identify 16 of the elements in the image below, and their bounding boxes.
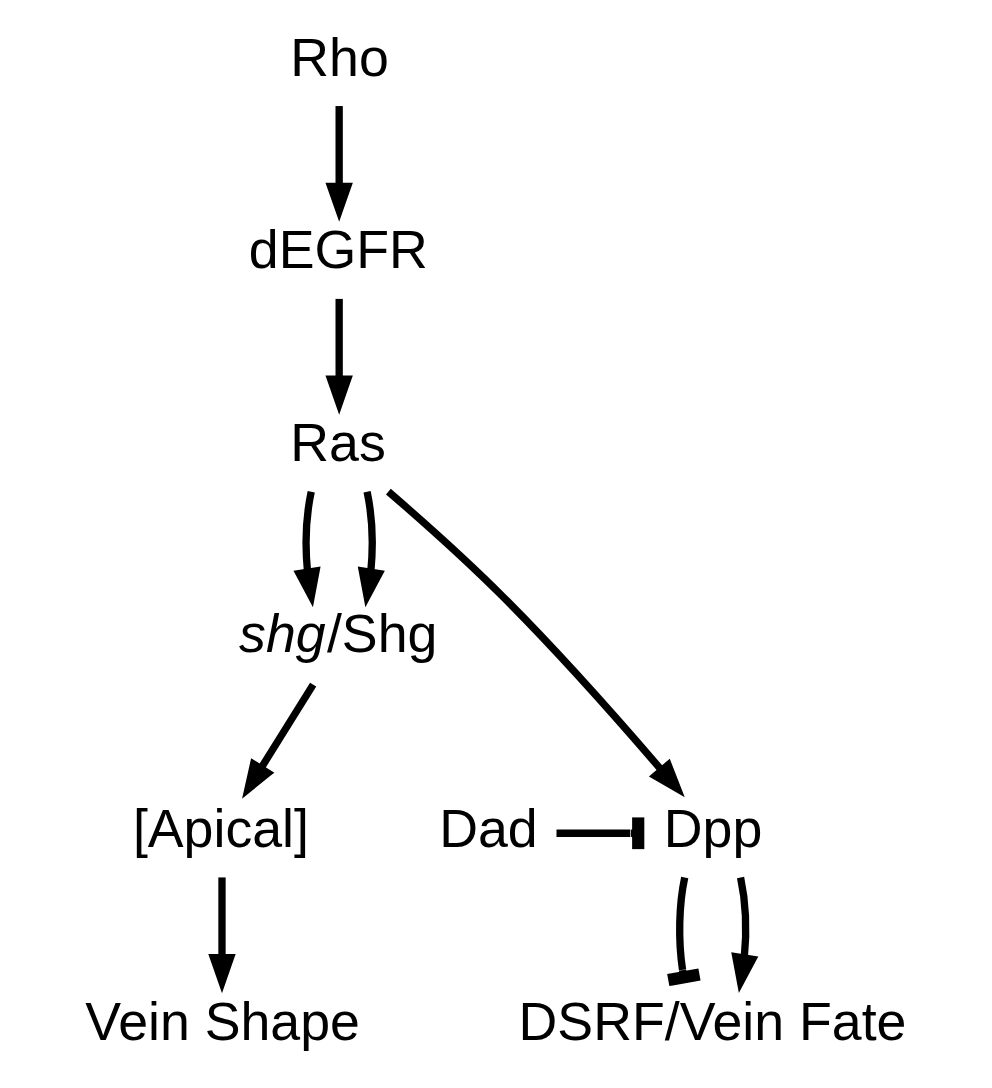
arrow [293, 491, 321, 608]
node-text: shg/Shg [239, 602, 438, 663]
node-text: DSRF/Vein Fate [518, 990, 907, 1051]
node-text: Dad [439, 797, 538, 858]
connector [667, 876, 701, 987]
node-text: Dpp [663, 797, 763, 858]
node-text: dEGFR [248, 219, 428, 280]
arrow [357, 491, 385, 608]
node-text: Vein Shape [85, 990, 360, 1051]
arrow [325, 298, 353, 415]
arrow [386, 488, 685, 798]
node-text: [Apical] [132, 797, 309, 858]
arrow [731, 876, 759, 993]
arrow [242, 682, 317, 799]
node-text: Rho [290, 26, 389, 87]
node-text: Ras [290, 412, 386, 473]
